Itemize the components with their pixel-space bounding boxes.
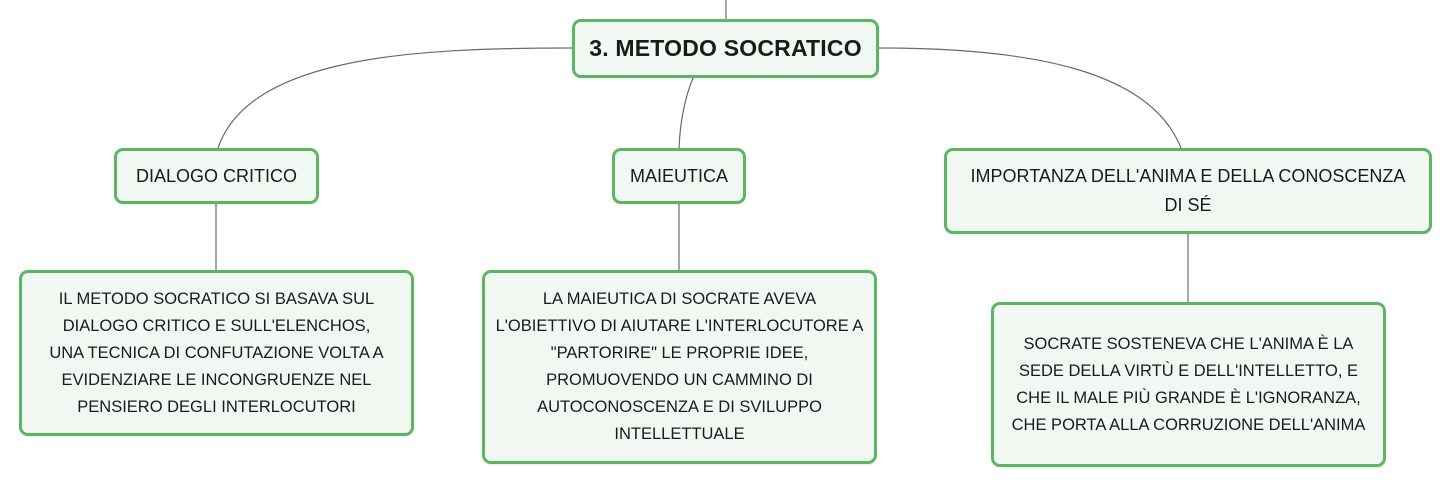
root-node[interactable]: 3. METODO SOCRATICO [572, 19, 879, 78]
connector-root-to-maieutica [678, 77, 694, 149]
topic-node-label: DIALOGO CRITICO [135, 165, 297, 186]
topic-node-label: IMPORTANZA DELL'ANIMA E DELLA CONOSCENZA… [970, 166, 1406, 215]
connector-root-to-dialogo [217, 47, 573, 149]
detail-node-importanza-anima[interactable]: SOCRATE SOSTENEVA CHE L'ANIMA È LA SEDE … [991, 302, 1386, 467]
detail-node-text: IL METODO SOCRATICO SI BASAVA SUL DIALOG… [49, 289, 384, 416]
detail-node-text: SOCRATE SOSTENEVA CHE L'ANIMA È LA SEDE … [1011, 334, 1366, 434]
topic-node-maieutica[interactable]: MAIEUTICA [612, 148, 746, 204]
detail-node-maieutica[interactable]: LA MAIEUTICA DI SOCRATE AVEVA L'OBIETTIV… [482, 270, 877, 464]
topic-node-importanza-anima[interactable]: IMPORTANZA DELL'ANIMA E DELLA CONOSCENZA… [944, 148, 1432, 234]
detail-node-text: LA MAIEUTICA DI SOCRATE AVEVA L'OBIETTIV… [495, 290, 864, 443]
topic-node-dialogo-critico[interactable]: DIALOGO CRITICO [114, 148, 319, 204]
detail-node-dialogo-critico[interactable]: IL METODO SOCRATICO SI BASAVA SUL DIALOG… [19, 270, 414, 436]
root-node-label: 3. METODO SOCRATICO [589, 35, 862, 61]
connector-root-to-anima [878, 47, 1182, 149]
topic-node-label: MAIEUTICA [629, 165, 728, 186]
